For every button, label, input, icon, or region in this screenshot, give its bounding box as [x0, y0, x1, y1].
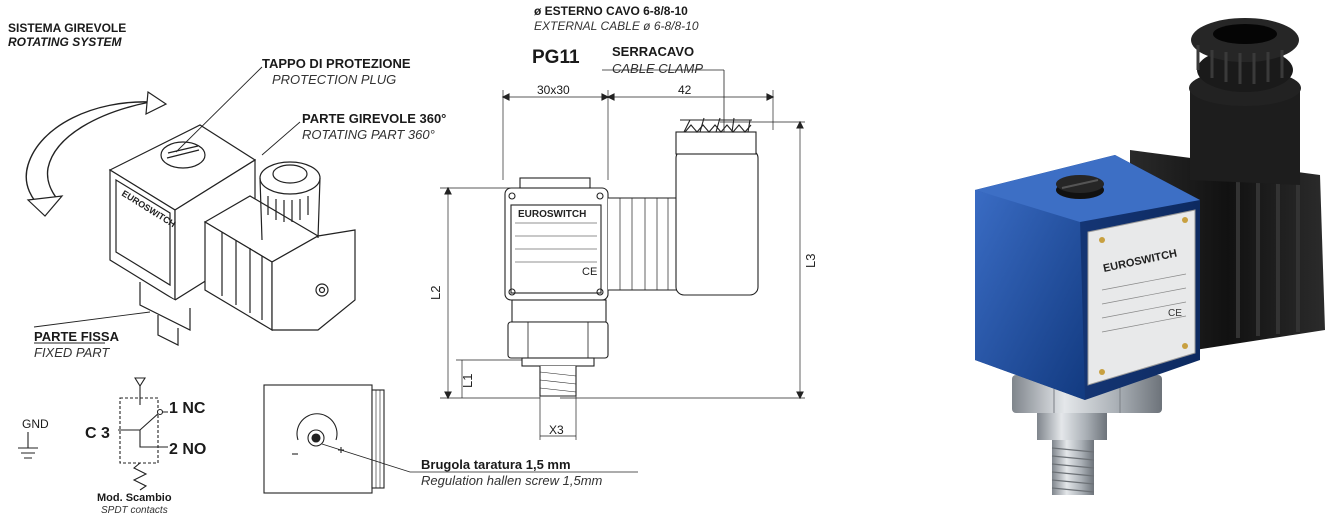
dimension-l3: L3 — [803, 254, 818, 268]
fixed-part-label: PARTE FISSA — [34, 329, 119, 344]
nc-contact-label: 1 NC — [169, 400, 206, 417]
product-photo: EUROSWITCH CE — [975, 18, 1325, 495]
fixed-part-label-en: FIXED PART — [34, 345, 110, 360]
calibration-screw-label-en: Regulation hallen screw 1,5mm — [421, 473, 603, 488]
dimension-30x30: 30x30 — [537, 83, 570, 97]
side-view — [263, 384, 638, 494]
dimension-42: 42 — [678, 83, 692, 97]
spdt-contacts-label: SPDT contacts — [101, 505, 168, 516]
rotating-part-label-en: ROTATING PART 360° — [302, 127, 435, 142]
cable-diameter-label-en: EXTERNAL CABLE ø 6-8/8-10 — [534, 19, 699, 33]
cable-diameter-label: ø ESTERNO CAVO 6-8/8-10 — [534, 4, 688, 18]
pg11-label: PG11 — [532, 47, 580, 68]
dimension-l2: L2 — [428, 286, 443, 300]
front-view: EUROSWITCH CE — [440, 69, 805, 440]
rotating-system-label-en: ROTATING SYSTEM — [8, 35, 122, 49]
c3-label: C 3 — [85, 425, 110, 442]
dimension-l1: L1 — [460, 374, 475, 388]
svg-text:CE: CE — [582, 266, 597, 278]
rotating-part-label: PARTE GIREVOLE 360° — [302, 111, 447, 126]
contact-schematic — [18, 377, 168, 491]
no-contact-label: 2 NO — [169, 441, 207, 458]
rotating-system-label: SISTEMA GIREVOLE — [8, 21, 127, 35]
mod-scambio-label: Mod. Scambio — [97, 492, 172, 504]
svg-text:CE: CE — [1168, 308, 1182, 319]
dimension-x3: X3 — [549, 423, 564, 437]
cable-clamp-label-en: CABLE CLAMP — [612, 61, 704, 76]
protection-plug-label-en: PROTECTION PLUG — [272, 72, 397, 87]
isometric-view: EUROSWITCH — [25, 66, 356, 346]
gnd-label: GND — [22, 417, 49, 431]
calibration-screw-label: Brugola taratura 1,5 mm — [421, 457, 571, 472]
cable-clamp-label: SERRACAVO — [612, 44, 695, 59]
protection-plug-label: TAPPO DI PROTEZIONE — [262, 56, 411, 71]
svg-text:EUROSWITCH: EUROSWITCH — [518, 209, 586, 220]
